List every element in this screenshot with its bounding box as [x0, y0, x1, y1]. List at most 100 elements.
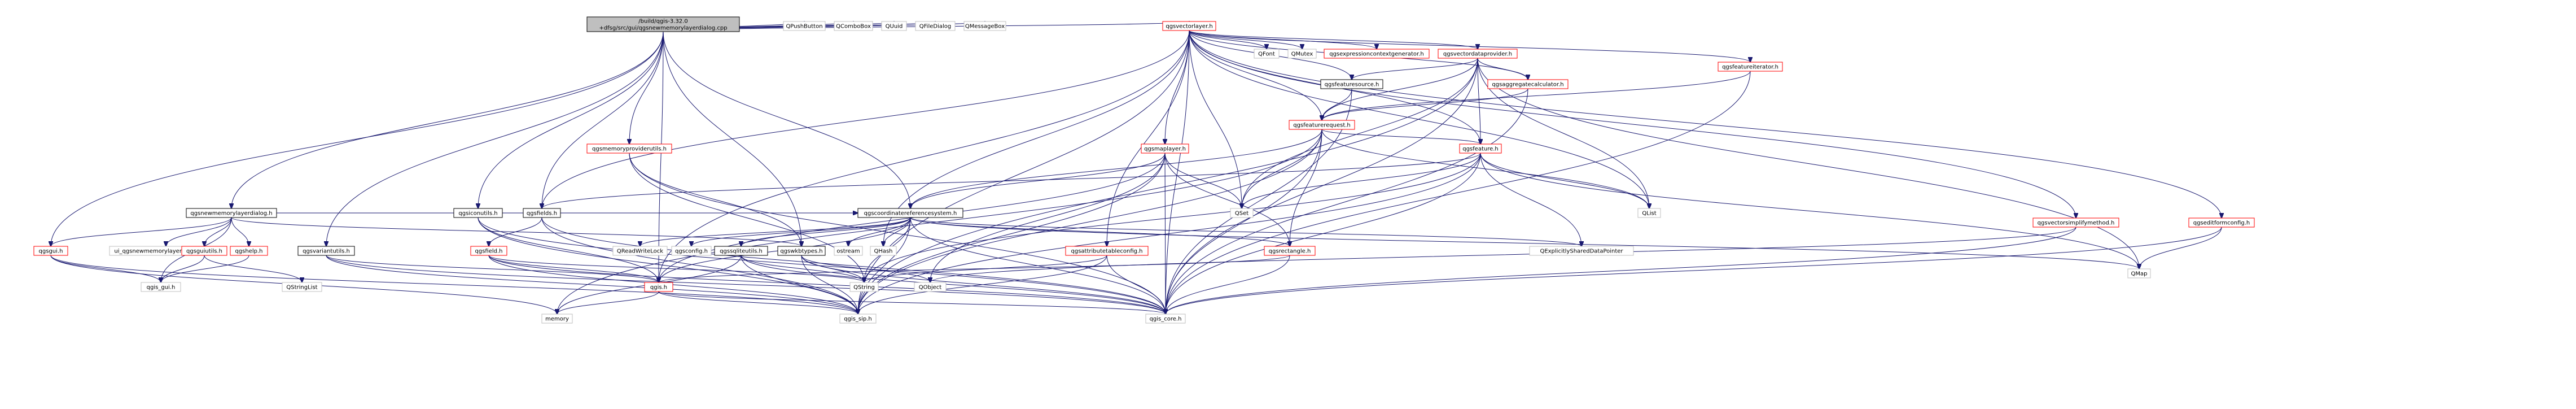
node-box	[586, 143, 672, 154]
node-qset: QSet	[1230, 208, 1254, 218]
edge-root-to-qgscoordinatereferencesystem	[663, 31, 910, 208]
node-qgsattributetableconfig[interactable]: qgsattributetableconfig.h	[1065, 246, 1149, 256]
node-box	[2127, 268, 2151, 279]
node-qgssqliteutils[interactable]: qgssqliteutils.h	[714, 246, 768, 256]
node-qgis-gui: qgis_gui.h	[141, 282, 181, 292]
node-qstringlist: QStringList	[282, 282, 322, 292]
edge-qgsfeaturerequest-to-qlist	[1321, 129, 1649, 208]
node-label: qgsrectangle.h	[1269, 249, 1311, 255]
edge-qgsfeatureiterator-to-qgis-core	[1166, 71, 1751, 314]
node-label: qgsconfig.h	[675, 249, 708, 255]
node-label: qgscoordinatereferencesystem.h	[864, 211, 957, 217]
node-box	[671, 246, 712, 256]
node-qgsvectordataprovider[interactable]: qgsvectordataprovider.h	[1438, 49, 1518, 59]
node-qgsiconutils[interactable]: qgsiconutils.h	[453, 208, 503, 218]
node-label: QMessageBox	[965, 24, 1005, 30]
edge-root-to-qgis	[659, 31, 664, 282]
node-box	[1487, 79, 1569, 89]
node-box	[230, 246, 268, 256]
node-qgseditformconfig[interactable]: qgseditformconfig.h	[2188, 217, 2255, 228]
node-label: QExplicitlySharedDataPointer	[1540, 249, 1623, 255]
node-box	[1230, 208, 1254, 218]
edge-qgsfield-to-qstring	[488, 255, 864, 282]
node-qgsfeaturesource[interactable]: qgsfeaturesource.h	[1320, 79, 1383, 89]
node-label: qgsvectordataprovider.h	[1443, 51, 1512, 58]
node-label: qgsattributetableconfig.h	[1071, 249, 1143, 255]
node-qgsrectangle[interactable]: qgsrectangle.h	[1264, 246, 1316, 256]
node-qgsaggregatecalculator[interactable]: qgsaggregatecalculator.h	[1487, 79, 1569, 89]
node-box	[1718, 62, 1783, 72]
node-label: qgsfeatureiterator.h	[1722, 64, 1778, 71]
edge-qgsvectorlayer-to-qgsexpressioncontextgenerator	[1189, 30, 1377, 49]
node-label: QList	[1642, 211, 1656, 217]
node-root[interactable]: /build/qgis-3.32.0+dfsg/src/gui/qgsnewme…	[586, 16, 740, 32]
node-label: qgsfeature.h	[1462, 146, 1499, 153]
node-label: /build/qgis-3.32.0	[638, 19, 687, 25]
node-qgsnewmemorylayerdialog[interactable]: qgsnewmemorylayerdialog.h	[186, 208, 277, 218]
node-box	[834, 21, 873, 31]
node-qmessagebox: QMessageBox	[963, 21, 1006, 31]
edge-root-to-qgsvariantutils	[326, 31, 664, 246]
node-qmutex: QMutex	[1287, 49, 1317, 59]
node-label: qgsaggregatecalculator.h	[1492, 82, 1563, 88]
node-qgsconfig: qgsconfig.h	[671, 246, 712, 256]
edge-qgsrectangle-to-qgis	[659, 255, 1290, 282]
node-box	[586, 16, 740, 32]
edge-qgswkbtypes-to-qobject	[801, 255, 930, 282]
edges-layer	[51, 21, 2222, 314]
edge-qgsiconutils-to-qgis	[477, 217, 659, 282]
node-qgsvectorsimplifymethod[interactable]: qgsvectorsimplifymethod.h	[2032, 217, 2119, 228]
edge-qgsvectorlayer-to-qfont	[1189, 30, 1267, 49]
edge-qgsvectorlayer-to-qlist	[1189, 30, 1649, 208]
node-label: qgswkbtypes.h	[780, 249, 822, 255]
node-qgsfeatureiterator[interactable]: qgsfeatureiterator.h	[1718, 62, 1783, 72]
node-qgsguiutils[interactable]: qgsguiutils.h	[181, 246, 227, 256]
node-qgis[interactable]: qgis.h	[644, 282, 673, 292]
node-qgsvectorlayer[interactable]: qgsvectorlayer.h	[1162, 21, 1216, 31]
node-qgswkbtypes[interactable]: qgswkbtypes.h	[777, 246, 826, 256]
node-qgshelp[interactable]: qgshelp.h	[230, 246, 268, 256]
edge-root-to-qgsfields	[542, 31, 664, 208]
edge-qgscoordinatereferencesystem-to-qgsconfig	[691, 217, 911, 246]
edge-qgssqliteutils-to-qgis-core	[741, 255, 1166, 314]
edge-qgsvectordataprovider-to-qlist	[1477, 58, 1649, 208]
edge-qgsfeaturerequest-to-qgsfeature	[1321, 129, 1480, 144]
node-label: QString	[853, 285, 875, 291]
node-qgsmemoryproviderutils[interactable]: qgsmemoryproviderutils.h	[586, 143, 672, 154]
node-label: QObject	[919, 285, 942, 291]
node-box	[783, 21, 826, 31]
node-box	[777, 246, 826, 256]
node-qgsfield[interactable]: qgsfield.h	[470, 246, 507, 256]
node-box	[1289, 120, 1355, 130]
edge-qgsfeatureiterator-to-qgsfeaturerequest	[1322, 71, 1751, 120]
node-qreadwritelock: QReadWriteLock	[612, 246, 668, 256]
edge-qgis-to-qgis-core	[658, 291, 1166, 314]
node-qgsfields[interactable]: qgsfields.h	[523, 208, 561, 218]
node-box	[834, 246, 863, 256]
node-qgsexpressioncontextgenerator[interactable]: qgsexpressioncontextgenerator.h	[1324, 49, 1430, 59]
node-qgsfeature[interactable]: qgsfeature.h	[1459, 143, 1502, 154]
edge-qgscoordinatereferencesystem-to-ostream	[848, 217, 911, 246]
edge-qgsvectorlayer-to-qgis-sip	[858, 30, 1190, 314]
node-box	[1637, 208, 1661, 218]
edge-qgsfeature-to-qexplicitlyshareddatapointer	[1480, 153, 1581, 246]
node-box	[1141, 143, 1189, 154]
node-qgsmaplayer[interactable]: qgsmaplayer.h	[1141, 143, 1189, 154]
node-qgsgui[interactable]: qgsgui.h	[33, 246, 68, 256]
node-qgsvariantutils[interactable]: qgsvariantutils.h	[297, 246, 355, 256]
node-label: qgsfeaturesource.h	[1325, 82, 1379, 88]
node-label: memory	[545, 316, 569, 323]
node-box	[857, 208, 963, 218]
edge-qgsfeaturerequest-to-qgis-sip	[858, 129, 1322, 314]
node-qpushbutton: QPushButton	[783, 21, 826, 31]
node-box	[523, 208, 561, 218]
node-qgscoordinatereferencesystem[interactable]: qgscoordinatereferencesystem.h	[857, 208, 963, 218]
node-box	[1287, 49, 1317, 59]
node-box	[1529, 246, 1634, 256]
node-label: QStringList	[286, 285, 317, 291]
node-qgsfeaturerequest[interactable]: qgsfeaturerequest.h	[1289, 120, 1355, 130]
edge-qgsvariantutils-to-qgis-core	[326, 255, 1166, 314]
edge-qgsiconutils-to-qgis-core	[477, 217, 1166, 314]
edge-qgscoordinatereferencesystem-to-qgssqliteutils	[741, 217, 911, 246]
node-qfiledialog: QFileDialog	[915, 21, 956, 31]
